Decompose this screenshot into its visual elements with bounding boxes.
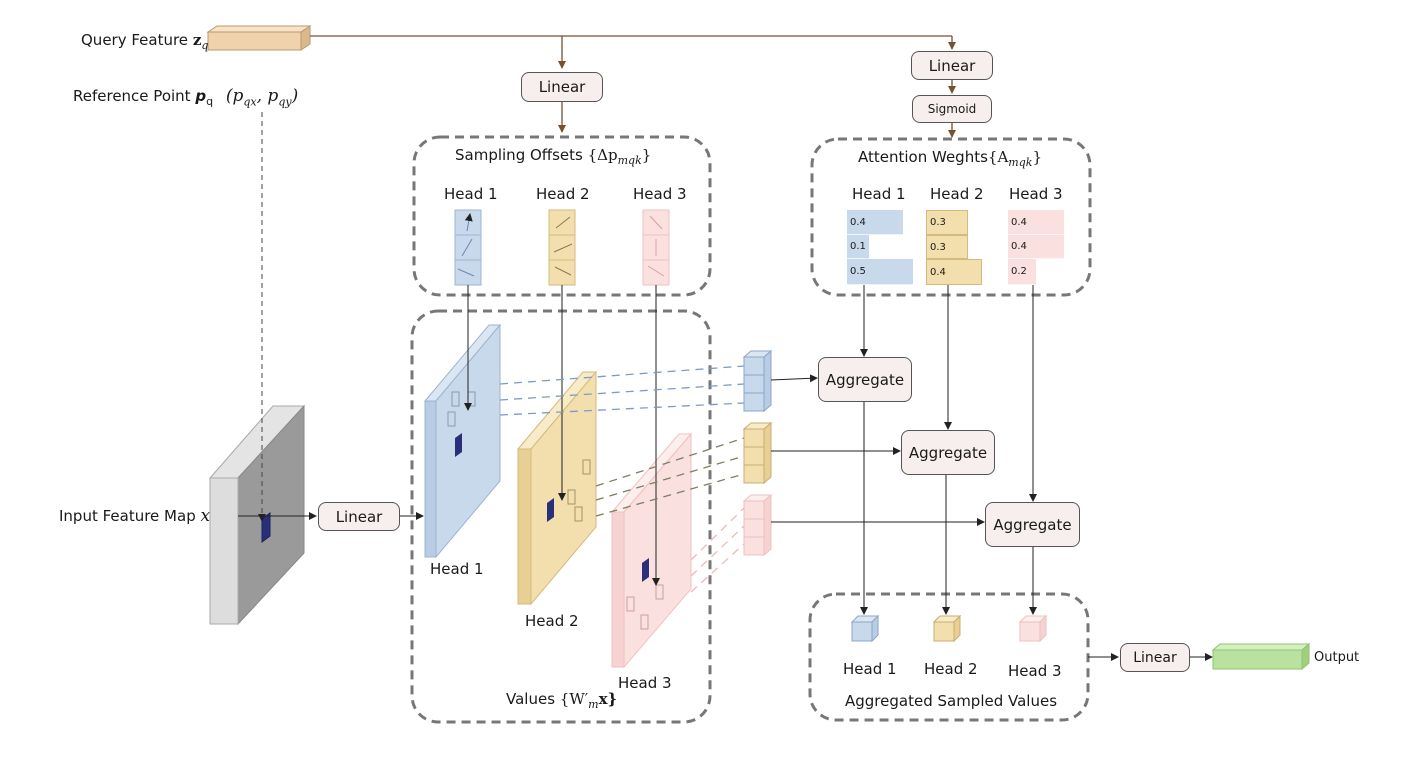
attention-weights-math: {A — [987, 148, 1009, 166]
sampling-offsets-math: {Δp — [587, 146, 618, 164]
query-feature-label: Query Feature zq — [81, 31, 208, 52]
values-text: Values — [506, 690, 556, 708]
reference-point-symbol: p — [195, 87, 207, 105]
sampling-offsets-close: } — [641, 146, 652, 164]
weight-h1-k3: 0.5 — [847, 259, 913, 285]
aggregated-head-2-label: Head 2 — [924, 660, 978, 678]
value-map-head-3 — [610, 432, 693, 669]
sampled-value-projections — [499, 365, 745, 593]
aggregate-block-head-2: Aggregate — [901, 430, 995, 475]
output-tensor — [1211, 642, 1311, 671]
aggregated-head-3-label: Head 3 — [1008, 662, 1062, 680]
weight-h3-k1: 0.4 — [1008, 210, 1064, 235]
values-container — [410, 309, 712, 724]
coords-sep: , p — [256, 86, 279, 106]
sampled-stack-head-3 — [742, 493, 773, 557]
sampling-offsets-container — [412, 135, 712, 297]
offset-column-head-3 — [642, 209, 670, 286]
values-sub: m — [588, 698, 599, 711]
values-title: Values {W′mx} — [506, 690, 617, 711]
attention-head-3-label: Head 3 — [1009, 185, 1063, 203]
sampling-offsets-title: Sampling Offsets {Δpmqk} — [455, 146, 651, 167]
sampling-offsets-text: Sampling Offsets — [455, 146, 583, 164]
reference-point-text: Reference Point — [73, 87, 191, 105]
offsets-head-2-label: Head 2 — [536, 185, 590, 203]
sampling-offsets-sub: mqk — [617, 154, 642, 167]
coords-close: ) — [291, 86, 299, 106]
output-linear-block: Linear — [1120, 643, 1190, 672]
sampled-stack-head-1 — [742, 349, 773, 413]
offset-column-head-2 — [548, 209, 576, 286]
input-feature-map-tensor — [208, 404, 306, 626]
weight-h2-k2: 0.3 — [926, 235, 968, 259]
offsets-head-3-label: Head 3 — [633, 185, 687, 203]
value-map-head-1 — [423, 323, 502, 559]
attention-weights-title: Attention Weghts{Amqk} — [858, 148, 1042, 169]
aggregated-cube-head-3 — [1018, 614, 1048, 643]
aggregate-block-head-3: Aggregate — [985, 502, 1080, 547]
query-feature-tensor — [206, 25, 312, 51]
query-feature-subscript: q — [201, 39, 209, 52]
weight-h2-k1: 0.3 — [926, 210, 968, 235]
query-feature-connections — [310, 35, 956, 138]
output-label: Output — [1314, 650, 1360, 665]
coords-open: (p — [225, 86, 244, 106]
aggregated-values-title: Aggregated Sampled Values — [845, 692, 1058, 710]
aggregate-block-head-1: Aggregate — [818, 357, 912, 402]
offset-column-head-1 — [454, 209, 482, 286]
offsets-linear-block: Linear — [521, 72, 603, 102]
attention-head-2-label: Head 2 — [930, 185, 984, 203]
attention-linear-block: Linear — [911, 51, 993, 80]
reference-point-coords: (pqx, pqy) — [225, 86, 299, 109]
aggregated-cube-head-1 — [850, 614, 880, 643]
coords-y-sub: qy — [278, 95, 292, 109]
reference-point-subscript: q — [206, 95, 214, 108]
aggregated-head-1-label: Head 1 — [843, 660, 897, 678]
attention-weights-sub: mqk — [1008, 156, 1033, 169]
aggregated-cube-head-2 — [932, 614, 962, 643]
attention-weights-close: } — [1032, 148, 1042, 166]
weight-h1-k2: 0.1 — [847, 235, 869, 259]
value-map-head-3-label: Head 3 — [618, 674, 672, 692]
weight-h3-k3: 0.2 — [1008, 259, 1036, 285]
attention-head-1-label: Head 1 — [852, 185, 906, 203]
aggregation-flow-arrows — [238, 285, 1213, 661]
value-map-head-2-label: Head 2 — [525, 612, 579, 630]
value-map-head-2 — [516, 370, 598, 606]
reference-point-label: Reference Point pq (pqx, pqy) — [73, 86, 298, 108]
value-linear-block: Linear — [318, 502, 400, 531]
attention-weights-text: Attention Weghts — [858, 148, 988, 166]
query-feature-symbol: z — [192, 31, 202, 49]
weight-h1-k1: 0.4 — [847, 210, 903, 235]
sigmoid-block: Sigmoid — [912, 95, 992, 123]
query-feature-text: Query Feature — [81, 31, 189, 49]
offset-to-value-arrows — [464, 285, 660, 586]
input-map-symbol: x — [200, 506, 211, 526]
coords-x-sub: qx — [243, 95, 257, 109]
attention-weights-container — [810, 137, 1092, 297]
value-map-head-1-label: Head 1 — [430, 560, 484, 578]
sampled-stack-head-2 — [742, 421, 773, 485]
weight-h2-k3: 0.4 — [926, 259, 982, 285]
values-math: {W′ — [559, 690, 589, 708]
input-feature-map-label: Input Feature Map x — [59, 506, 210, 526]
weight-h3-k2: 0.4 — [1008, 235, 1064, 259]
input-map-text: Input Feature Map — [59, 507, 196, 525]
offsets-head-1-label: Head 1 — [444, 185, 498, 203]
values-math-x: x} — [598, 690, 618, 708]
